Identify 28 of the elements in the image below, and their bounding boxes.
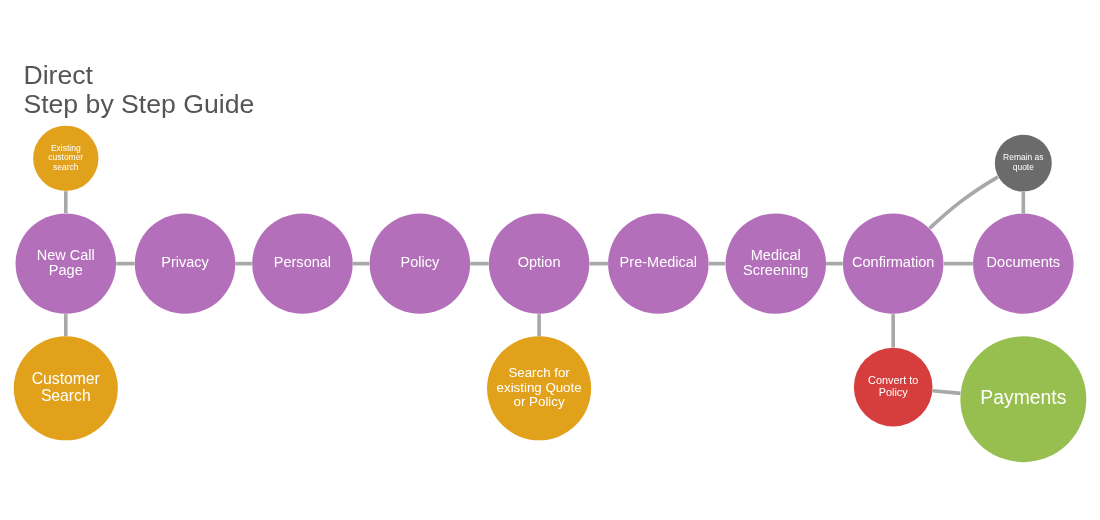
diagram-title: Direct [23,59,93,90]
connector [116,261,135,266]
node-circle: Option [488,213,590,314]
node-circle: Payments [960,336,1087,463]
node-circle: New Call Page [15,213,117,314]
node-circle: Existing customer search [33,125,99,191]
connector [589,261,608,266]
node-circle: Remain as quote [994,134,1052,192]
connector [63,314,68,337]
node-circle: Search for existing Quote or Policy [487,336,592,441]
node-circle: Convert to Policy [853,347,933,427]
node-circle: Pre-Medical [608,213,709,314]
node-circle: Policy [369,213,471,314]
connector [891,314,895,348]
connector [943,261,973,266]
connector [1021,191,1026,214]
connector [928,175,999,230]
caption: Step by Step Guide [23,89,255,120]
node-circle: Customer Search [13,336,118,441]
node-circle: Privacy [134,213,236,314]
node-circle: Medical Screening [725,213,826,314]
node-circle: Documents [973,213,1074,314]
connector [470,261,489,266]
node-circle: Personal [252,213,353,314]
connector [932,388,961,396]
connector [63,191,68,214]
node-circle: Confirmation [842,213,944,314]
connector [537,314,541,337]
